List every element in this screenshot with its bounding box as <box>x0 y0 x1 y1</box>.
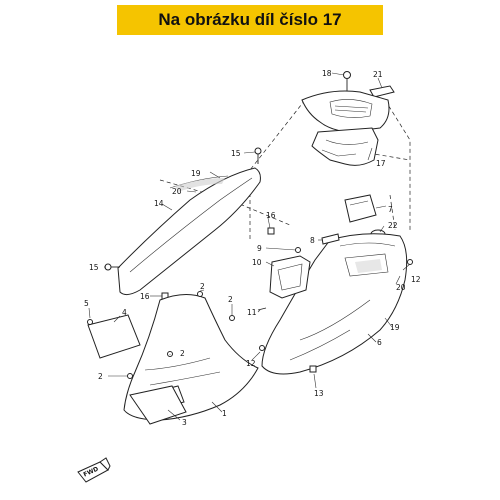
callout-numbers: 18 21 17 15 19 20 14 16 7 22 8 9 10 15 1… <box>84 69 421 427</box>
part-3-under-cover <box>129 385 187 425</box>
callout-7: 7 <box>388 205 393 214</box>
callout-19-top: 19 <box>191 169 201 178</box>
callout-20-top: 20 <box>172 187 182 196</box>
callout-14: 14 <box>154 199 164 208</box>
part-17-inner-panel <box>311 127 379 166</box>
part-7-box <box>344 194 377 223</box>
callout-2-d: 2 <box>98 372 103 381</box>
part-4-panel <box>87 314 141 359</box>
banner-title: Na obrázku díl číslo 17 <box>158 10 342 29</box>
title-banner: Na obrázku díl číslo 17 <box>117 5 383 35</box>
callout-2-c: 2 <box>180 349 185 358</box>
callout-5: 5 <box>84 299 89 308</box>
callout-10: 10 <box>252 258 262 267</box>
callout-15-top: 15 <box>231 149 241 158</box>
callout-20-right: 20 <box>396 283 406 292</box>
callout-15-left: 15 <box>89 263 99 272</box>
callout-18: 18 <box>322 69 332 78</box>
callout-16-top: 16 <box>266 211 276 220</box>
small-fasteners <box>87 259 413 379</box>
callout-22: 22 <box>388 221 398 230</box>
callout-3: 3 <box>182 418 187 427</box>
part-18-screw <box>343 71 351 92</box>
callout-12-mid: 12 <box>246 359 256 368</box>
callout-2-b: 2 <box>228 295 233 304</box>
callout-11: 11 <box>247 308 257 317</box>
fwd-direction-badge: FWD <box>77 457 111 483</box>
callout-6: 6 <box>377 338 382 347</box>
callout-16-left: 16 <box>140 292 150 301</box>
callout-2-a: 2 <box>200 282 205 291</box>
right-side-cover <box>261 233 408 375</box>
callout-1: 1 <box>222 409 227 418</box>
left-side-cover <box>117 167 261 296</box>
callout-12-right: 12 <box>411 275 421 284</box>
callout-17: 17 <box>376 159 386 168</box>
leader-lines <box>88 72 411 421</box>
part-8-bolt <box>321 233 340 245</box>
callout-19-right: 19 <box>390 323 400 332</box>
callout-8: 8 <box>310 236 315 245</box>
callout-4: 4 <box>122 308 127 317</box>
callout-21: 21 <box>373 70 383 79</box>
part-21-emblem <box>369 85 395 98</box>
callout-9: 9 <box>257 244 262 253</box>
part-10-bracket <box>269 247 311 299</box>
upper-rear-cover <box>301 90 390 133</box>
callout-13: 13 <box>314 389 324 398</box>
